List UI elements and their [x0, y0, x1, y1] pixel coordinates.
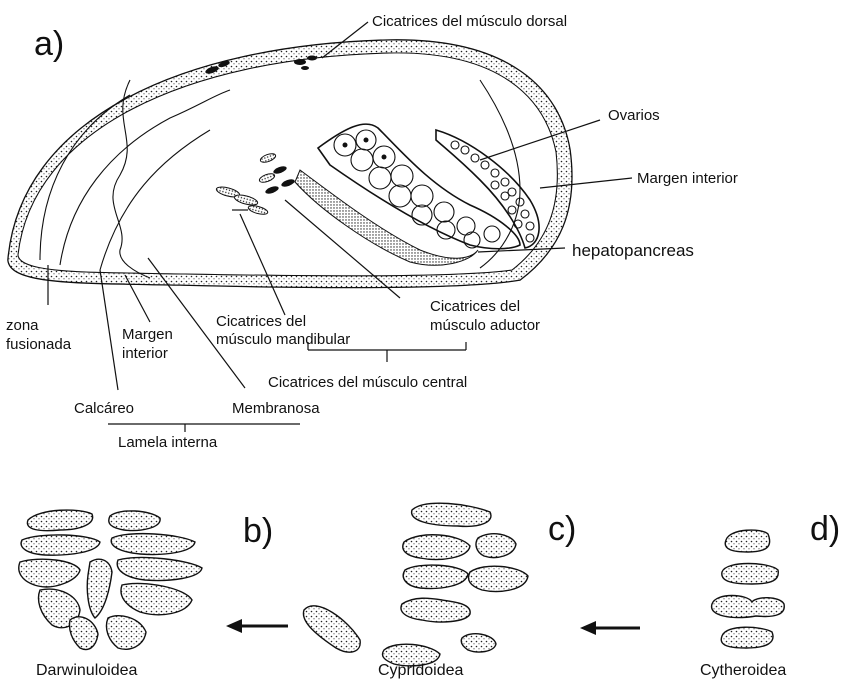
cypridoidea-scar-pattern	[303, 503, 528, 666]
mandibular-scars-label-1: Cicatrices del	[216, 313, 306, 330]
adductor-scars-label-1: Cicatrices del	[430, 298, 520, 315]
hepatopancreas-label: hepatopancreas	[572, 241, 694, 260]
inner-margin-left-label-2: interior	[122, 345, 168, 362]
inner-lamella-label: Lamela interna	[118, 434, 218, 451]
cypridoidea-label: Cypridoidea	[378, 662, 463, 679]
cytheroidea-scar-pattern	[712, 530, 785, 648]
arrow-left-icon	[226, 619, 288, 633]
cytheroidea-label: Cytheroidea	[700, 662, 786, 679]
fused-zone-label-2: fusionada	[6, 336, 72, 353]
calcareous-label: Calcáreo	[74, 400, 134, 417]
arrow-left-icon	[580, 621, 640, 635]
carapace-drawing	[8, 40, 572, 287]
ovaries-label: Ovarios	[608, 107, 660, 124]
darwinuloidea-scar-pattern	[19, 510, 202, 649]
panel-a-label: a)	[34, 25, 64, 63]
fused-zone-label-1: zona	[6, 317, 39, 334]
dorsal-scars-label: Cicatrices del músculo dorsal	[372, 13, 567, 30]
panel-d-label: d)	[810, 510, 840, 548]
darwinuloidea-label: Darwinuloidea	[36, 662, 137, 679]
mandibular-scars-label-2: músculo mandibular	[216, 331, 350, 348]
central-muscle-scars-label: Cicatrices del músculo central	[268, 374, 467, 391]
panel-b-label: b)	[243, 512, 273, 550]
adductor-scars-label-2: músculo aductor	[430, 317, 540, 334]
inner-margin-right-label: Margen interior	[637, 170, 738, 187]
panel-c-label: c)	[548, 510, 576, 548]
inner-margin-left-label-1: Margen	[122, 326, 173, 343]
membranous-label: Membranosa	[232, 400, 320, 417]
